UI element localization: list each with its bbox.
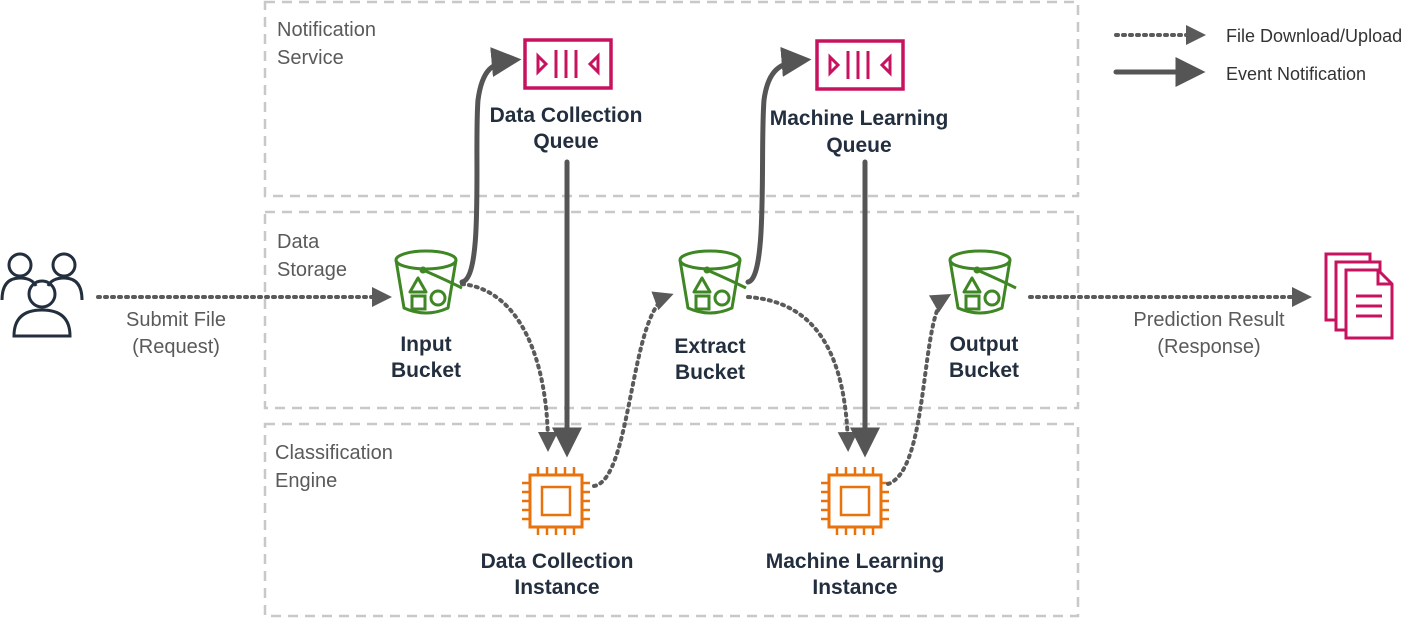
- users-icon: [0, 252, 84, 338]
- submit-file-label-line2: (Request): [132, 336, 220, 358]
- group-label-storage-line1: Data: [277, 231, 320, 253]
- group-label-storage-line2: Storage: [277, 259, 347, 281]
- group-label-notification-line2: Service: [277, 47, 344, 69]
- arrow-input-to-dc-queue: [459, 47, 522, 285]
- group-classification-engine: [263, 422, 1080, 618]
- input-bucket-label-line2: Bucket: [391, 359, 461, 382]
- group-notification-service: [263, 0, 1080, 198]
- arrow-ml-instance-to-output: [886, 293, 952, 486]
- data-collection-queue-icon: [523, 38, 613, 90]
- arrow-extract-to-ml-instance: [746, 295, 858, 452]
- extract-bucket-label-line1: Extract: [674, 335, 745, 358]
- arrow-dc-instance-to-extract: [592, 291, 674, 488]
- ml-instance-label-line2: Instance: [812, 576, 897, 599]
- machine-learning-queue-icon: [815, 39, 905, 91]
- submit-file-label-line1: Submit File: [126, 309, 226, 331]
- documents-icon: [1324, 252, 1394, 340]
- extract-bucket-icon: [678, 249, 748, 315]
- arrow-input-to-dc-instance: [460, 282, 558, 452]
- prediction-result-label-line1: Prediction Result: [1133, 309, 1285, 331]
- output-bucket-icon: [948, 249, 1018, 315]
- machine-learning-instance-icon: [819, 465, 891, 537]
- ml-instance-label-line1: Machine Learning: [766, 550, 945, 573]
- dc-instance-label-line1: Data Collection: [481, 550, 634, 573]
- prediction-result-label-line2: (Response): [1157, 336, 1260, 358]
- group-label-engine-line2: Engine: [275, 470, 337, 492]
- data-collection-instance-icon: [520, 465, 592, 537]
- arrow-extract-to-ml-queue: [745, 46, 812, 285]
- dc-queue-label-line1: Data Collection: [490, 104, 643, 127]
- output-bucket-label-line1: Output: [950, 333, 1019, 356]
- legend-file-transfer-label: File Download/Upload: [1226, 26, 1402, 46]
- legend-event-notification-label: Event Notification: [1226, 64, 1366, 84]
- group-data-storage: [263, 210, 1080, 410]
- group-label-engine-line1: Classification: [275, 442, 393, 464]
- ml-queue-label-line2: Queue: [826, 134, 891, 157]
- dc-queue-label-line2: Queue: [533, 130, 598, 153]
- input-bucket-icon: [394, 249, 464, 315]
- group-label-notification-line1: Notification: [277, 19, 376, 41]
- dc-instance-label-line2: Instance: [514, 576, 599, 599]
- ml-queue-label-line1: Machine Learning: [770, 107, 949, 130]
- output-bucket-label-line2: Bucket: [949, 359, 1019, 382]
- extract-bucket-label-line2: Bucket: [675, 361, 745, 384]
- input-bucket-label-line1: Input: [400, 333, 451, 356]
